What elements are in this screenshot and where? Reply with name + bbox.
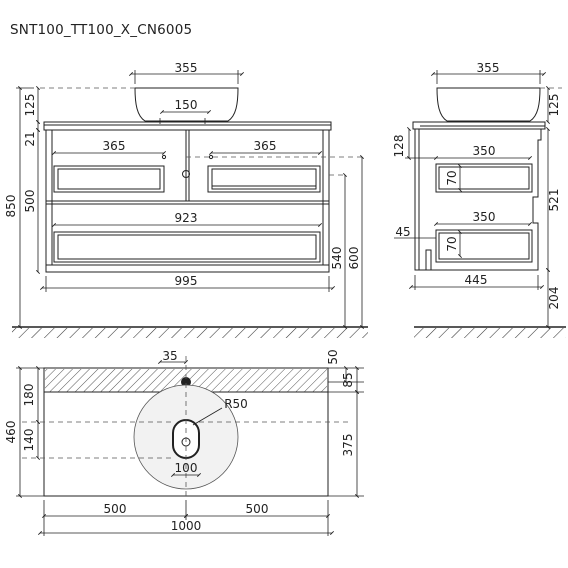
dim-side-base-offset: 45: [395, 225, 410, 239]
dim-front-inner-width: 923: [175, 211, 198, 225]
front-view: 355 150 365 365 923 995 125 21 500 850: [4, 61, 368, 338]
dim-side-overall-depth: 445: [465, 273, 488, 287]
dim-front-drawer-right: 365: [254, 139, 277, 153]
dim-side-drawer-upper-height: 70: [445, 170, 459, 185]
front-worktop: [43, 121, 332, 131]
dim-top-radius: R50: [224, 397, 248, 411]
dim-side-drawer-upper-depth: 350: [473, 144, 496, 158]
dim-top-edge-b: 85: [341, 372, 355, 387]
side-drawer-upper: [435, 163, 533, 193]
side-view: 355 125 128 350 70 350 70 45 521 204 445: [392, 61, 566, 338]
dim-front-upper-height: 500: [23, 190, 37, 213]
dim-side-drawer-lower-depth: 350: [473, 210, 496, 224]
dim-side-bowl-width: 355: [477, 61, 500, 75]
dim-side-bowl-height: 125: [547, 94, 561, 117]
dim-front-top-thickness: 21: [23, 131, 37, 146]
dim-top-left-half: 500: [104, 502, 127, 516]
side-floor: [414, 326, 566, 338]
top-tap-hole: [181, 377, 191, 387]
front-floor: [12, 326, 368, 338]
side-cabinet: [414, 129, 542, 271]
dim-top-overall-width: 1000: [171, 519, 202, 533]
side-drawer-lower: [435, 229, 533, 263]
front-drawer-upper-right: [207, 165, 321, 193]
dim-side-cabinet-height: 521: [547, 189, 561, 212]
dim-side-drawer-lower-height: 70: [445, 236, 459, 251]
dim-front-total-height: 850: [4, 195, 18, 218]
side-bowl: [436, 87, 541, 122]
dim-top-total-depth: 460: [4, 421, 18, 444]
dim-front-drain-width: 150: [175, 98, 198, 112]
dim-front-overall-width: 995: [175, 274, 198, 288]
dim-side-top-offset: 128: [392, 135, 406, 158]
dim-front-drawer-left: 365: [103, 139, 126, 153]
dim-top-edge-a: 50: [326, 349, 340, 364]
front-siphon-hole: [182, 170, 190, 178]
dim-front-bowl-height: 125: [23, 94, 37, 117]
dim-top-drain-width: 100: [175, 461, 198, 475]
dim-side-floor-clearance: 204: [547, 287, 561, 310]
dim-front-side-height-a: 540: [330, 247, 344, 270]
dim-top-lower-offset: 140: [22, 429, 36, 452]
drawing-title: SNT100_TT100_X_CN6005: [10, 22, 193, 38]
dim-front-bowl-width: 355: [175, 61, 198, 75]
front-drawer-upper-left: [53, 165, 165, 193]
dim-top-right-half: 500: [246, 502, 269, 516]
dim-top-hatched-depth: 180: [22, 384, 36, 407]
front-drawer-lower: [53, 231, 321, 263]
dim-top-hole-offset: 35: [162, 349, 177, 363]
front-bowl: [134, 87, 239, 122]
dim-top-center-depth: 375: [341, 434, 355, 457]
dim-front-side-height-b: 600: [347, 247, 361, 270]
top-view: 35 R50 100 180 140 460 50 85 375 500: [4, 349, 364, 536]
